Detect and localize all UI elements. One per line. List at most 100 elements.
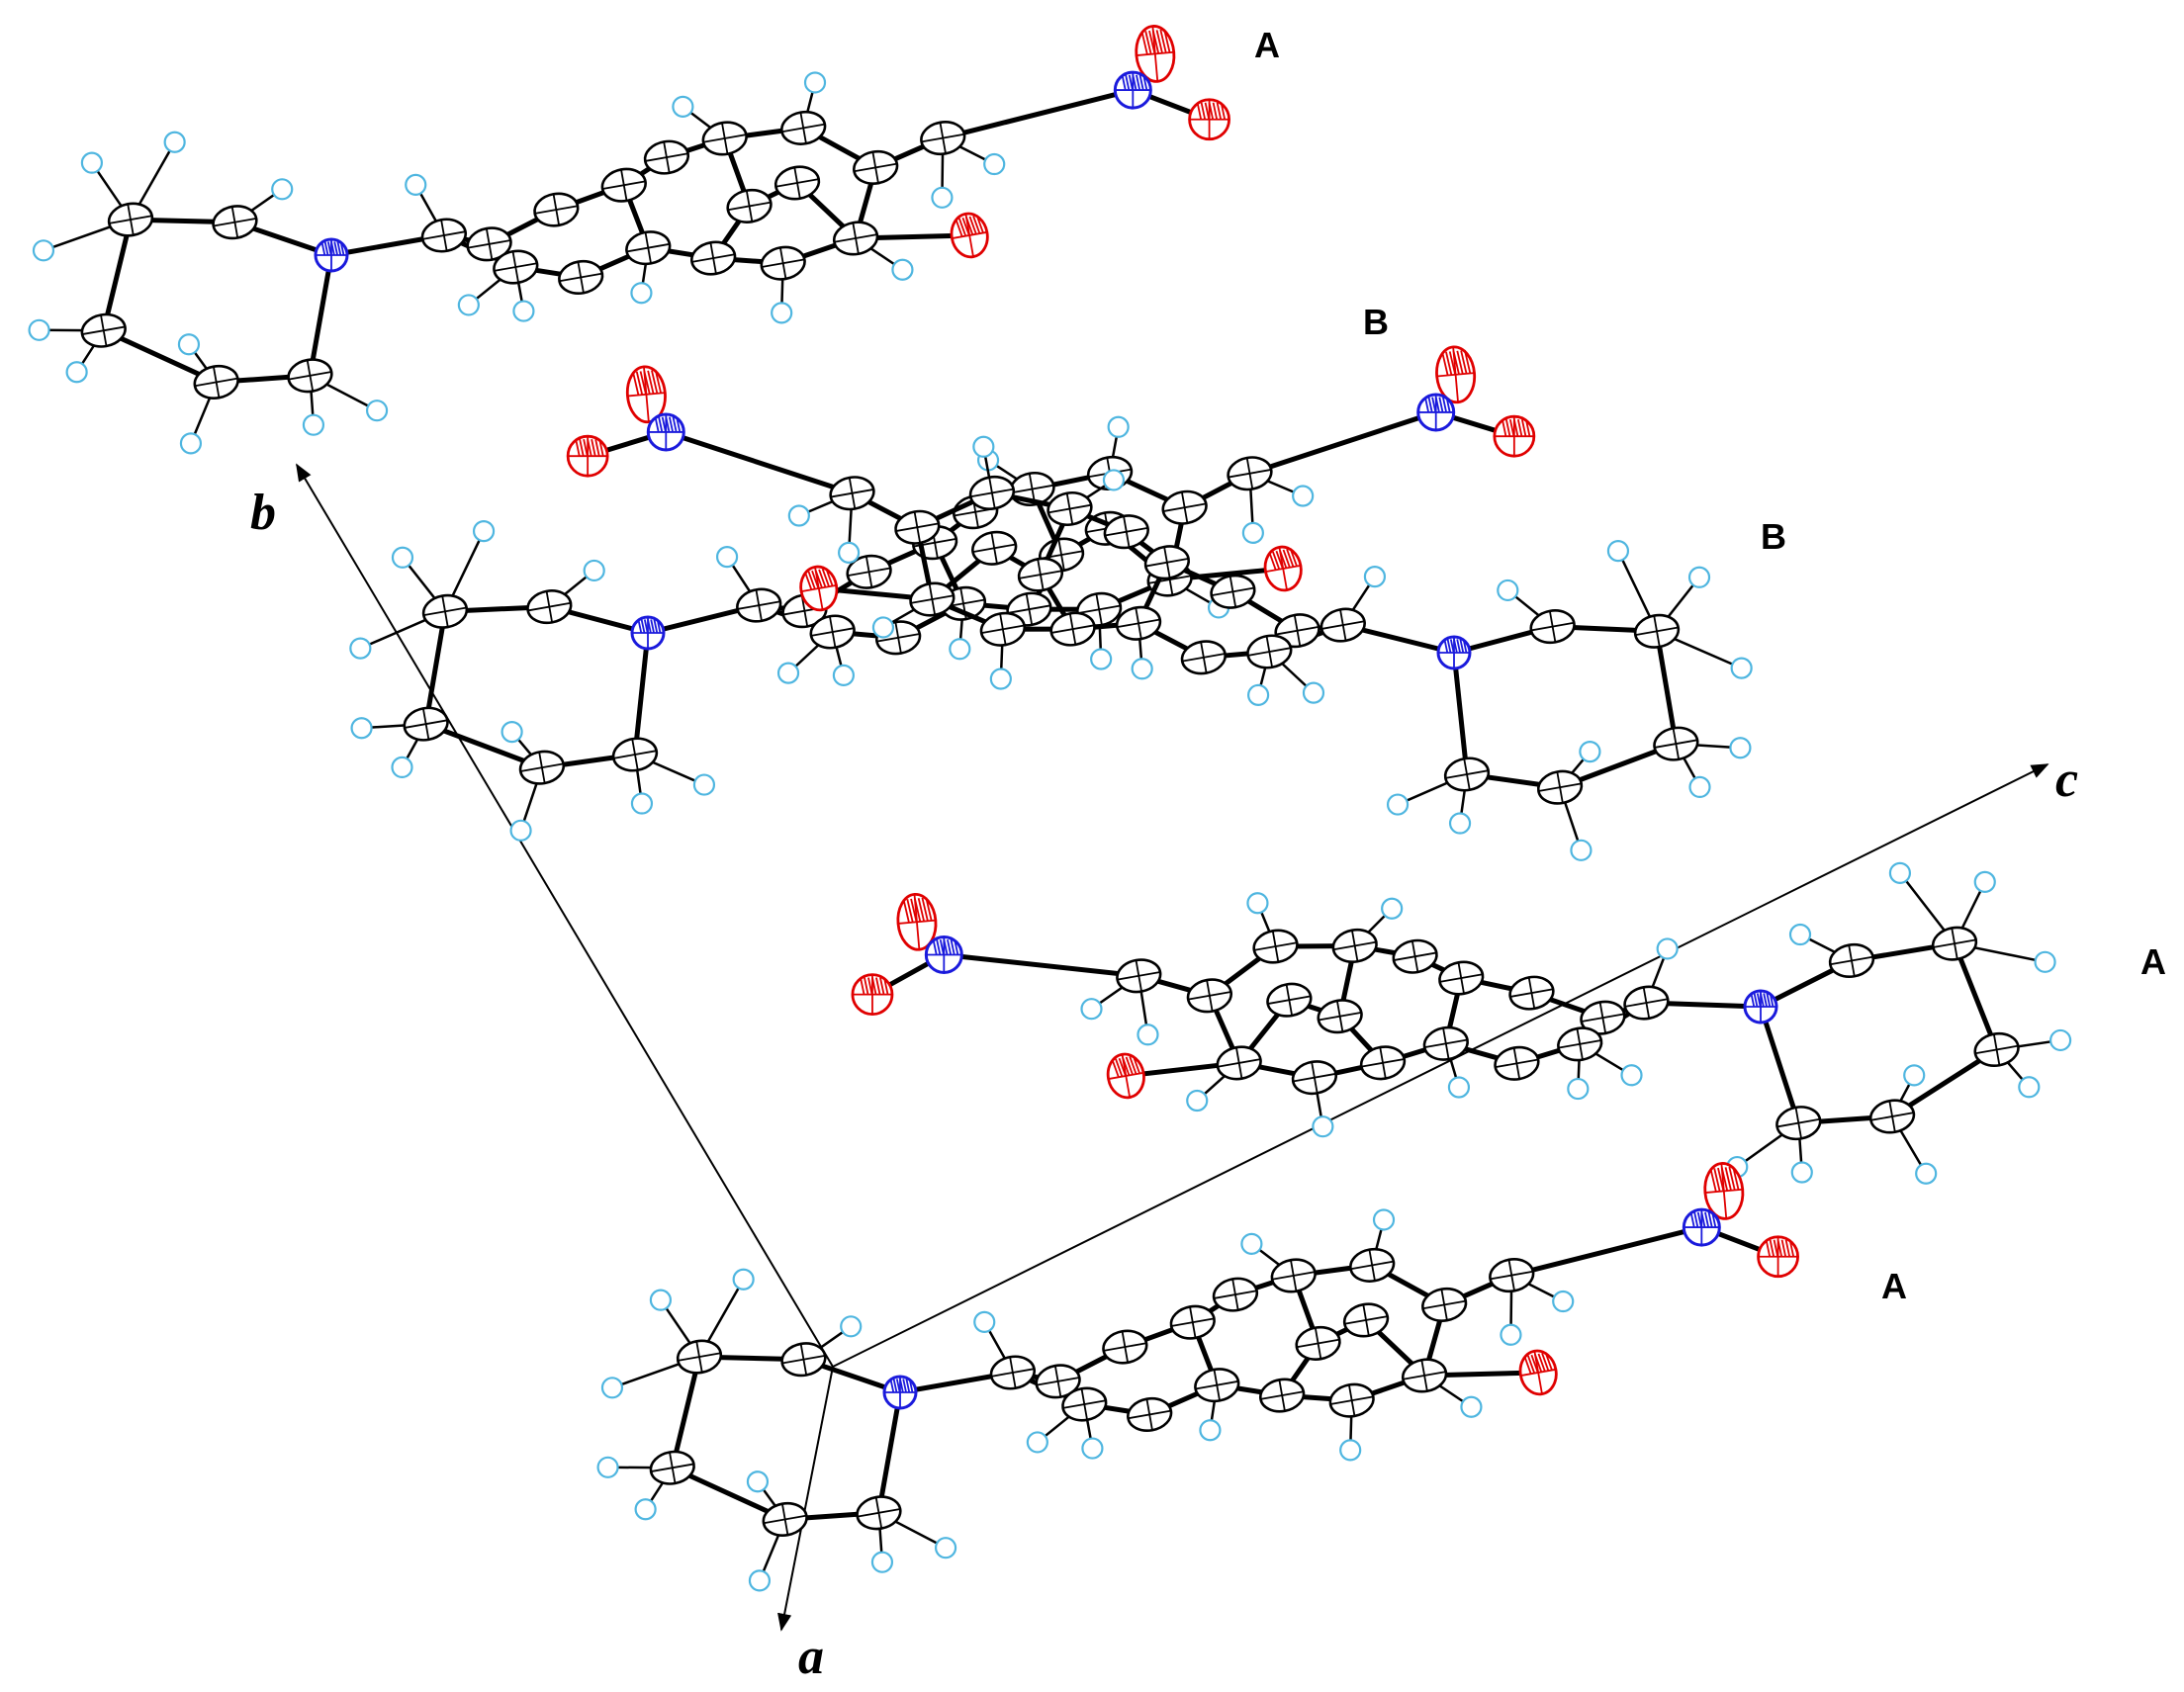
hydrogen-atom — [1090, 648, 1113, 670]
hydrogen-atom — [1656, 937, 1679, 960]
oxygen-atom — [566, 434, 609, 478]
oxygen-atom — [851, 973, 894, 1017]
carbon-atom — [643, 139, 690, 175]
hydrogen-atom — [1240, 1232, 1263, 1255]
hydrogen-atom — [2049, 1028, 2072, 1052]
carbon-atom — [107, 202, 154, 237]
hydrogen-atom — [771, 302, 793, 324]
hydrogen-atom — [1241, 521, 1264, 544]
unit-cell-axes — [296, 463, 2049, 1632]
oxygen-atom — [625, 365, 667, 424]
molecule-label-A-middle: A — [2140, 941, 2166, 982]
carbon-atom — [701, 121, 748, 156]
carbon-atom — [1494, 1045, 1540, 1081]
carbon-atom — [1291, 1060, 1338, 1096]
carbon-atom — [1180, 640, 1228, 675]
molecule-A-bottom-bond — [875, 1389, 903, 1516]
carbon-atom — [420, 218, 468, 253]
carbon-atom — [1116, 958, 1162, 994]
hydrogen-atom — [989, 668, 1012, 690]
carbon-atom — [1274, 613, 1320, 649]
carbon-atom — [466, 226, 512, 262]
hydrogen-atom — [1447, 1076, 1471, 1099]
carbon-atom — [1270, 1258, 1317, 1293]
hydrogen-atom — [509, 819, 532, 842]
carbon-atom — [989, 1355, 1037, 1390]
carbon-atom — [1422, 1025, 1469, 1061]
carbon-atom — [1775, 1106, 1822, 1141]
molecule-B-lower-bond — [1654, 628, 1679, 747]
carbon-atom — [1035, 1364, 1081, 1399]
hydrogen-atom — [179, 432, 203, 455]
hydrogen-atom — [1973, 870, 1996, 893]
molecule-A-middle-bond — [1952, 940, 2000, 1052]
molecule-B-lower-bond — [663, 429, 856, 496]
hydrogen-atom — [972, 435, 995, 458]
molecule-A-top-atoms — [28, 25, 1230, 455]
carbon-atom — [1115, 605, 1162, 641]
hydrogen-atom — [840, 1315, 863, 1338]
molecule-label-B-lower: B — [1761, 516, 1786, 557]
carbon-atom — [856, 1495, 902, 1531]
hydrogen-atom — [1246, 892, 1269, 915]
oxygen-atom — [896, 892, 938, 951]
hydrogen-atom — [177, 333, 201, 356]
hydrogen-atom — [732, 1268, 755, 1291]
carbon-atom — [1252, 929, 1299, 964]
hydrogen-atom — [512, 300, 535, 322]
carbon-atom — [493, 249, 539, 285]
axis-label-b: b — [250, 485, 276, 541]
hydrogen-atom — [1570, 839, 1592, 861]
carbon-atom — [1246, 634, 1293, 669]
carbon-atom — [920, 121, 966, 156]
hydrogen-atom — [2034, 950, 2056, 973]
carbon-atom — [736, 587, 782, 623]
nitrogen-atom — [1743, 989, 1778, 1024]
nitrogen-atom — [1416, 393, 1456, 432]
hydrogen-atom — [983, 152, 1006, 176]
hydrogen-atom — [1026, 1431, 1048, 1454]
carbon-atom — [979, 611, 1027, 647]
molecule-A-bottom-atoms — [596, 1162, 1799, 1592]
carbon-atom — [762, 1501, 808, 1537]
hydrogen-atom — [1081, 1437, 1104, 1460]
carbon-atom — [1349, 1247, 1396, 1283]
molecule-A-middle-atoms — [851, 861, 2072, 1185]
oxygen-atom — [1757, 1235, 1799, 1279]
oxygen-atom — [1703, 1162, 1745, 1220]
molecule-B-lower-atoms — [566, 365, 1753, 861]
hydrogen-atom — [748, 1569, 772, 1592]
hydrogen-atom — [871, 616, 895, 639]
nitrogen-atom — [630, 615, 666, 651]
carbon-atom — [1227, 456, 1273, 491]
hydrogen-atom — [1302, 681, 1325, 704]
hydrogen-atom — [271, 178, 294, 201]
molecule-B-lower — [566, 365, 1753, 861]
carbon-atom — [1508, 975, 1555, 1011]
carbon-atom — [809, 614, 856, 650]
molecule-label-B-upper: B — [1363, 302, 1389, 342]
hydrogen-atom — [787, 504, 810, 527]
nitrogen-atom — [314, 237, 349, 273]
molecule-A-bottom-bond — [1508, 1224, 1704, 1279]
carbon-atom — [1061, 1386, 1108, 1422]
hydrogen-atom — [391, 756, 413, 779]
hydrogen-atom — [1137, 1024, 1159, 1046]
carbon-atom — [1868, 1099, 1916, 1134]
carbon-atom — [533, 192, 580, 227]
hydrogen-atom — [500, 720, 523, 744]
hydrogen-atom — [600, 1377, 624, 1399]
hydrogen-atom — [80, 151, 103, 174]
nitrogen-atom — [1682, 1207, 1721, 1247]
oxygen-atom — [1435, 345, 1477, 404]
hydrogen-atom — [1107, 415, 1130, 438]
carbon-atom — [1320, 607, 1366, 643]
carbon-atom — [287, 358, 333, 394]
carbon-atom — [780, 110, 827, 145]
molecule-A-bottom-bond — [670, 1465, 788, 1522]
hydrogen-atom — [649, 1289, 672, 1311]
carbon-atom — [1317, 999, 1363, 1034]
hydrogen-atom — [457, 294, 480, 316]
molecule-A-bottom-bond — [670, 1354, 702, 1470]
axis-c-arrow — [832, 763, 2049, 1368]
